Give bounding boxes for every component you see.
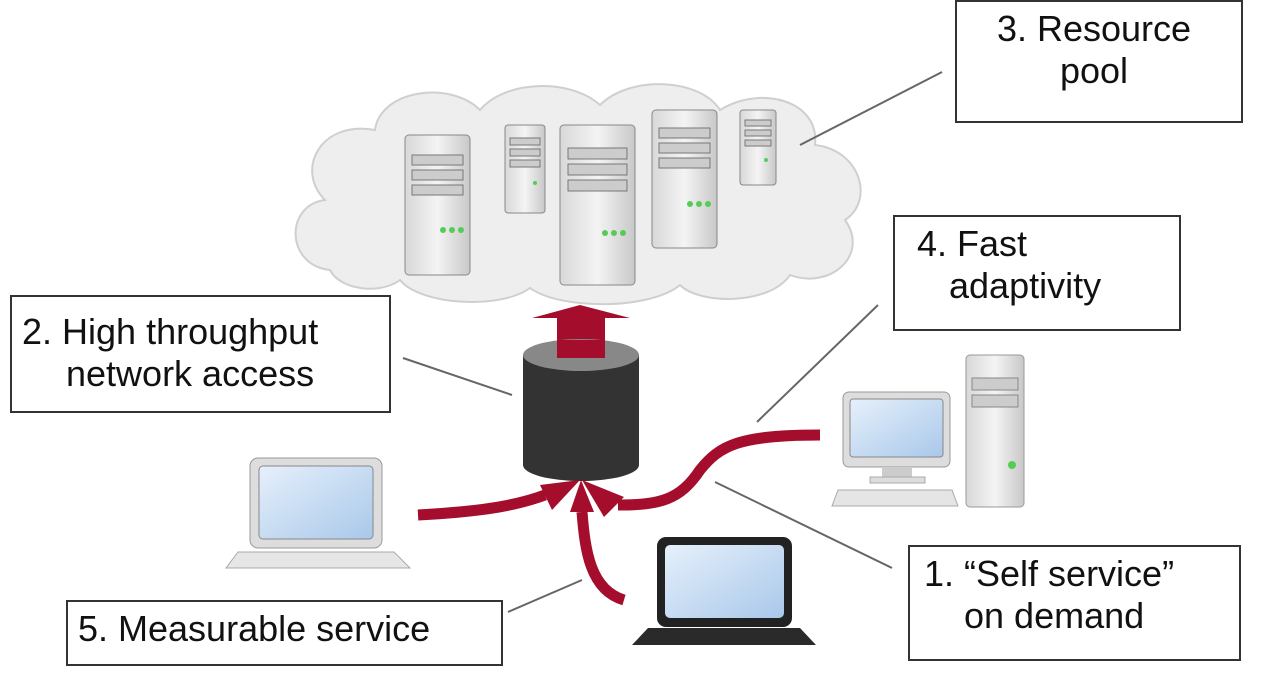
label-fast-adaptivity: 4. Fast adaptivity [893, 215, 1181, 331]
laptop-icon [632, 537, 816, 645]
label-line: on demand [964, 595, 1145, 636]
label-line: network access [66, 353, 315, 394]
label-line: 3. Resource [996, 8, 1192, 49]
server-icon [651, 109, 718, 249]
label-line: adaptivity [949, 265, 1102, 306]
label-line: 4. Fast [917, 223, 1028, 264]
server-icon [559, 124, 636, 286]
label-line: 1. “Self service” [924, 553, 1175, 594]
network-cylinder-icon [523, 339, 639, 481]
upload-arrow [532, 305, 630, 360]
label-line: pool [1059, 50, 1129, 91]
laptop-icon [225, 457, 412, 569]
label-measurable-service: 5. Measurable service [66, 600, 503, 666]
server-icon [504, 124, 546, 214]
leader-lines [402, 71, 943, 613]
label-line: 5. Measurable service [78, 608, 431, 649]
desktop-computer-icon [831, 354, 1025, 508]
connection-arrows [417, 429, 821, 606]
server-icon [404, 134, 471, 276]
label-self-service: 1. “Self service” on demand [908, 545, 1241, 661]
label-resource-pool: 3. Resource pool [955, 0, 1243, 123]
label-line: 2. High throughput [22, 311, 319, 352]
label-network-access: 2. High throughput network access [10, 295, 391, 413]
arrow-heads [540, 480, 624, 517]
server-icon [739, 109, 777, 186]
